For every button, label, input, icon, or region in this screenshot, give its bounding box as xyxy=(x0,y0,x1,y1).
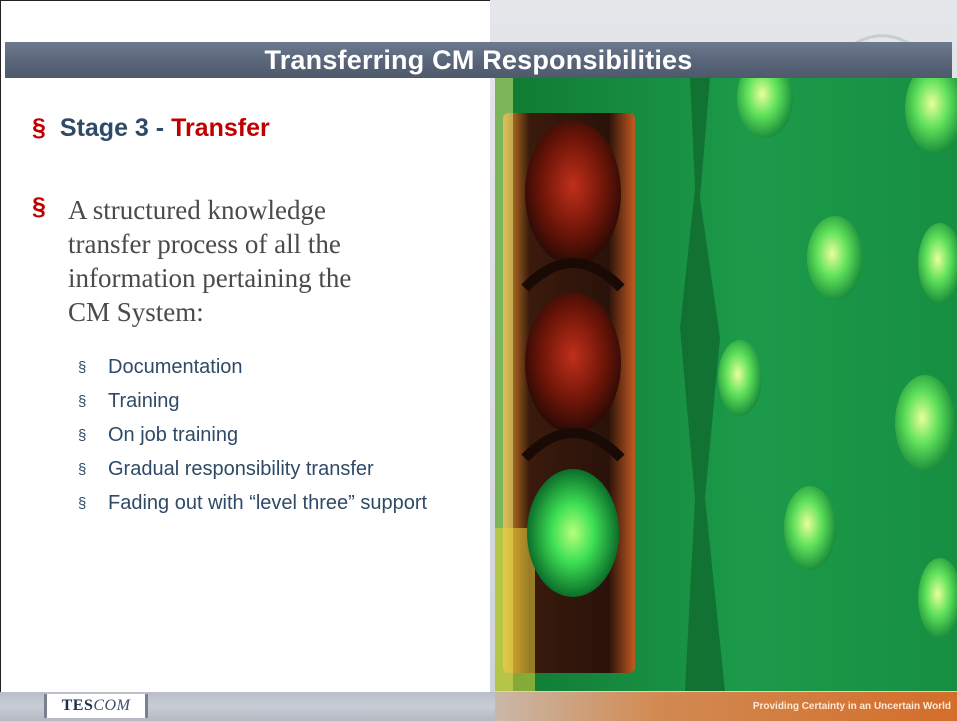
list-item: § Fading out with “level three” support xyxy=(76,491,486,515)
body-text: A structured knowledge transfer process … xyxy=(68,195,352,327)
stage-prefix: Stage 3 - xyxy=(59,114,172,142)
section-sign-icon: § xyxy=(32,193,46,221)
section-sign-icon: § xyxy=(78,495,87,512)
list-item-label: Fading out with “level three” support xyxy=(108,492,428,514)
footer-right-bar xyxy=(495,692,957,721)
list-item: § On job training xyxy=(76,423,486,447)
list-item-label: Training xyxy=(108,390,180,412)
footer-tagline: Providing Certainty in an Uncertain Worl… xyxy=(752,701,951,712)
list-item: § Gradual responsibility transfer xyxy=(76,457,486,481)
list-item: § Documentation xyxy=(76,355,486,379)
tescom-logo: TESCOM xyxy=(44,694,148,718)
logo-bold: TES xyxy=(61,697,94,714)
logo-italic: COM xyxy=(93,697,131,714)
section-sign-icon: § xyxy=(32,114,46,142)
slide-title: Transferring CM Responsibilities xyxy=(264,45,693,75)
sub-bullet-list: § Documentation § Training § On job trainin… xyxy=(76,355,486,525)
stage-heading: § Stage 3 - Transfer xyxy=(32,108,472,148)
section-sign-icon: § xyxy=(78,461,87,478)
title-bar xyxy=(5,42,952,78)
list-item: § Training xyxy=(76,389,486,413)
stage-accent: Transfer xyxy=(171,114,270,142)
section-sign-icon: § xyxy=(78,427,87,444)
list-item-label: On job training xyxy=(108,424,239,446)
section-sign-icon: § xyxy=(78,359,87,376)
section-sign-icon: § xyxy=(78,393,87,410)
list-item-label: Gradual responsibility transfer xyxy=(108,458,374,480)
traffic-light-photo xyxy=(495,78,957,691)
list-item-label: Documentation xyxy=(108,356,243,378)
logo-text: TESCOM xyxy=(62,697,131,714)
